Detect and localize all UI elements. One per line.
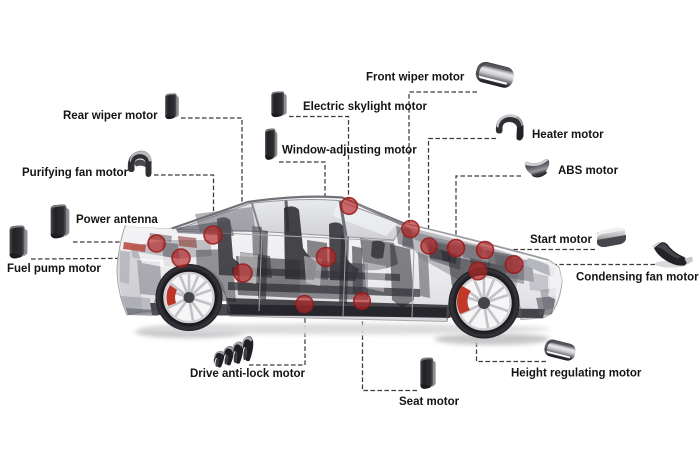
svg-text:Window-adjusting motor: Window-adjusting motor — [282, 145, 417, 157]
svg-text:Seat motor: Seat motor — [399, 396, 460, 408]
svg-text:Rear wiper motor: Rear wiper motor — [63, 110, 158, 122]
svg-text:Power antenna: Power antenna — [76, 214, 158, 226]
svg-text:Height regulating motor: Height regulating motor — [511, 368, 642, 380]
svg-text:Electric skylight motor: Electric skylight motor — [303, 101, 428, 113]
svg-text:Condensing fan motor: Condensing fan motor — [576, 272, 699, 284]
svg-text:Heater motor: Heater motor — [532, 129, 604, 141]
svg-text:Start motor: Start motor — [530, 234, 593, 246]
svg-text:ABS motor: ABS motor — [558, 165, 619, 177]
svg-text:Purifying fan motor: Purifying fan motor — [22, 167, 129, 179]
svg-text:Fuel pump motor: Fuel pump motor — [7, 263, 101, 275]
svg-text:Drive anti-lock motor: Drive anti-lock motor — [190, 368, 306, 380]
svg-text:Front wiper motor: Front wiper motor — [366, 72, 465, 84]
